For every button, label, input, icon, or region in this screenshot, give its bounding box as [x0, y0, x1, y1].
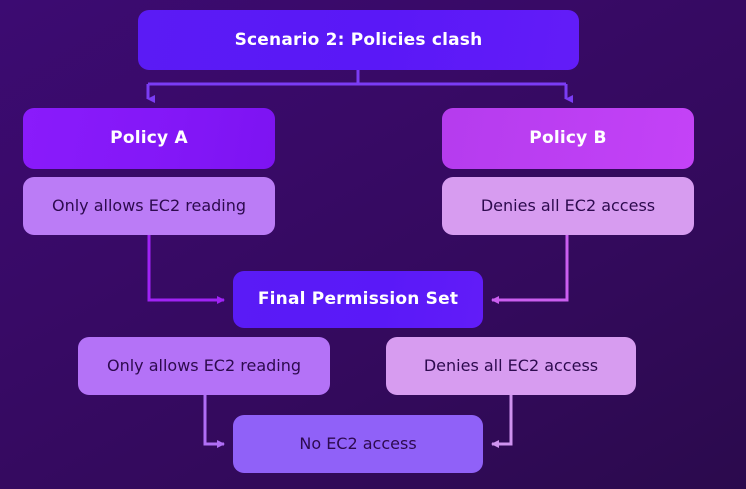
connector-result-b-to-outcome: [491, 395, 513, 448]
node-final-permission-set[interactable]: Final Permission Set: [233, 271, 483, 328]
node-result-a[interactable]: Only allows EC2 reading: [78, 337, 330, 395]
connector-result-a-to-outcome: [203, 395, 225, 448]
node-outcome[interactable]: No EC2 access: [233, 415, 483, 473]
node-result-b[interactable]: Denies all EC2 access: [386, 337, 636, 395]
node-policy-b[interactable]: Policy B: [442, 108, 694, 169]
connector-policy-b-detail-to-final: [491, 235, 569, 304]
connector-policy-a-detail-to-final: [147, 235, 225, 304]
node-policy-a-detail[interactable]: Only allows EC2 reading: [23, 177, 275, 235]
node-policy-b-detail[interactable]: Denies all EC2 access: [442, 177, 694, 235]
node-policy-a[interactable]: Policy A: [23, 108, 275, 169]
node-scenario[interactable]: Scenario 2: Policies clash: [138, 10, 579, 70]
